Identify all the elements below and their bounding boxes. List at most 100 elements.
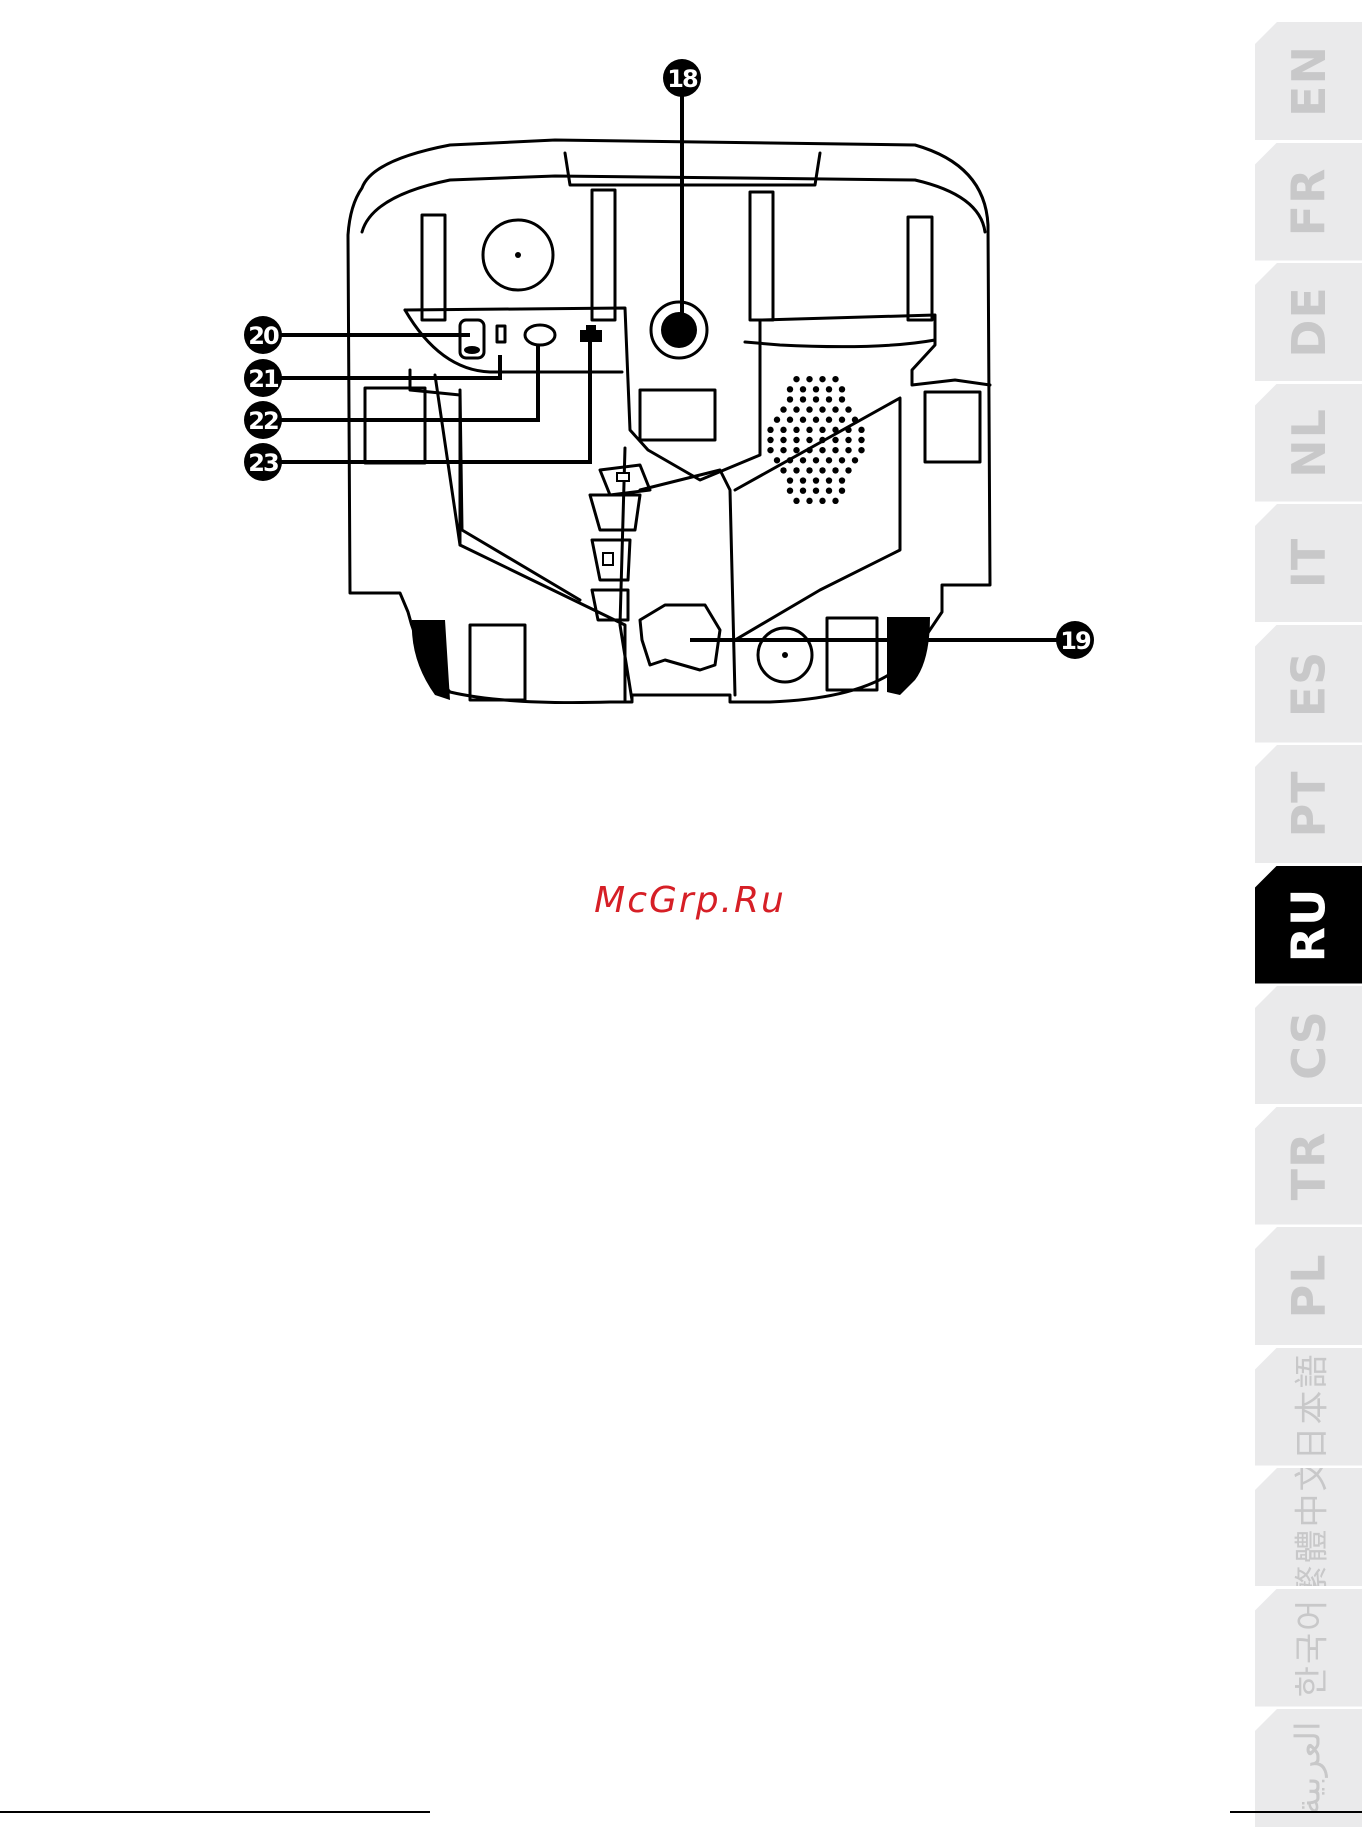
callout-22: 22: [244, 401, 282, 439]
grille-dot: [774, 417, 780, 423]
lang-tab-12[interactable]: 繁體中文: [1255, 1468, 1362, 1586]
grille-dot: [839, 457, 845, 463]
lang-tab-0[interactable]: EN: [1255, 22, 1362, 140]
callout-18: 18: [663, 59, 701, 97]
grille-dot: [767, 437, 773, 443]
lang-tab-label: العربية: [1288, 1722, 1328, 1815]
grille-dot: [845, 427, 851, 433]
grille-dot: [787, 396, 793, 402]
grille-dot: [832, 437, 838, 443]
grille-dot: [793, 406, 799, 412]
lang-tab-10[interactable]: PL: [1255, 1227, 1362, 1345]
grille-dot: [839, 477, 845, 483]
grille-dot: [793, 447, 799, 453]
grille-dot: [826, 417, 832, 423]
grille-dot: [839, 488, 845, 494]
lang-tab-label: IT: [1282, 538, 1336, 589]
grille-dot: [819, 427, 825, 433]
grille-dot: [826, 457, 832, 463]
grille-dot: [852, 457, 858, 463]
grille-dot: [780, 447, 786, 453]
grille-dot: [780, 467, 786, 473]
lang-tab-1[interactable]: FR: [1255, 143, 1362, 261]
grille-dot: [780, 437, 786, 443]
grille-dot: [806, 498, 812, 504]
lang-tab-8[interactable]: CS: [1255, 986, 1362, 1104]
grille-dot: [806, 447, 812, 453]
grille-dot: [819, 498, 825, 504]
lang-tab-3[interactable]: NL: [1255, 384, 1362, 502]
grille-dot: [806, 376, 812, 382]
grille-dot: [832, 376, 838, 382]
grille-dot: [767, 427, 773, 433]
grille-dot: [800, 417, 806, 423]
grille-dot: [813, 477, 819, 483]
grille-dot: [819, 467, 825, 473]
svg-text:20: 20: [248, 322, 279, 350]
lang-tab-label: 繁體中文: [1284, 1455, 1333, 1599]
grille-dot: [813, 457, 819, 463]
grille-dot: [845, 406, 851, 412]
lang-tab-5[interactable]: ES: [1255, 625, 1362, 743]
grille-dot: [858, 427, 864, 433]
grille-dot: [793, 498, 799, 504]
grille-dot: [826, 488, 832, 494]
lang-tab-9[interactable]: TR: [1255, 1107, 1362, 1225]
lang-tab-label: FR: [1282, 167, 1336, 236]
grille-dot: [793, 467, 799, 473]
footer-rule-left: [0, 1811, 430, 1813]
grille-dot: [826, 396, 832, 402]
grille-dot: [839, 386, 845, 392]
grille-dot: [839, 396, 845, 402]
grille-dot: [845, 437, 851, 443]
callout-20: 20: [244, 316, 282, 354]
grille-dot: [780, 427, 786, 433]
grille-dot: [826, 477, 832, 483]
grille-dot: [787, 417, 793, 423]
grille-dot: [819, 376, 825, 382]
grille-dot: [832, 406, 838, 412]
lang-tab-label: PT: [1282, 770, 1336, 837]
grille-dot: [826, 386, 832, 392]
svg-text:23: 23: [248, 449, 278, 477]
grille-dot: [813, 386, 819, 392]
lang-tab-6[interactable]: PT: [1255, 745, 1362, 863]
grille-dot: [806, 467, 812, 473]
lang-tab-2[interactable]: DE: [1255, 263, 1362, 381]
lang-tab-label: CS: [1282, 1010, 1336, 1080]
lang-tab-14[interactable]: العربية: [1255, 1709, 1362, 1827]
grille-dot: [793, 376, 799, 382]
grille-dot: [813, 488, 819, 494]
lang-tab-label: ES: [1282, 650, 1336, 717]
callout-19: 19: [1056, 621, 1094, 659]
grille-dot: [793, 437, 799, 443]
lang-tab-label: 日本語: [1284, 1353, 1333, 1461]
callout-21: 21: [244, 359, 282, 397]
lang-tab-label: DE: [1281, 286, 1335, 358]
grille-dot: [813, 417, 819, 423]
center-mount-hole: [661, 312, 697, 348]
grille-dot: [832, 427, 838, 433]
grille-dot: [819, 447, 825, 453]
grille-dot: [793, 427, 799, 433]
svg-text:18: 18: [667, 65, 698, 93]
lang-tab-7[interactable]: RU: [1255, 866, 1362, 984]
lang-tab-11[interactable]: 日本語: [1255, 1348, 1362, 1466]
grille-dot: [787, 488, 793, 494]
grille-dot: [858, 437, 864, 443]
lang-tab-13[interactable]: 한국어: [1255, 1589, 1362, 1707]
grille-dot: [852, 417, 858, 423]
device-bottom-diagram: 18 19 20 21 22 23: [0, 0, 1250, 760]
grille-dot: [806, 427, 812, 433]
grille-dot: [845, 467, 851, 473]
grille-dot: [787, 477, 793, 483]
grille-dot: [787, 457, 793, 463]
grille-dot: [800, 386, 806, 392]
grille-dot: [832, 467, 838, 473]
grille-dot: [780, 406, 786, 412]
grille-dot: [858, 447, 864, 453]
grille-dot: [832, 498, 838, 504]
speaker-grille: [767, 376, 864, 504]
lang-tab-label: NL: [1282, 408, 1336, 478]
lang-tab-4[interactable]: IT: [1255, 504, 1362, 622]
